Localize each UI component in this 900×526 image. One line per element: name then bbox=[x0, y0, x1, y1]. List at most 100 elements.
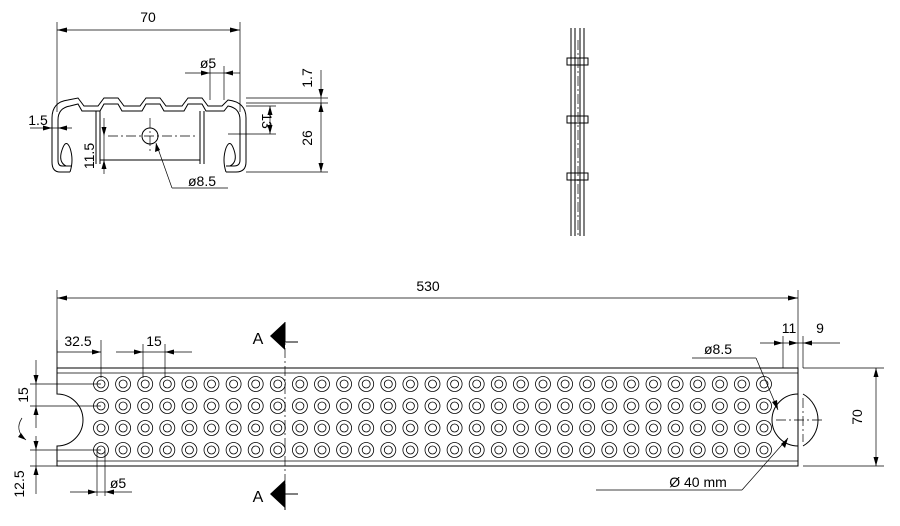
perforation-hole-outer bbox=[402, 442, 419, 458]
perforation-hole-outer bbox=[402, 376, 419, 392]
section-view: 70 ø5 1.7 bbox=[28, 9, 328, 189]
perforation-hole-outer bbox=[557, 420, 573, 436]
perforation-hole-outer bbox=[513, 398, 529, 414]
perforation-hole-outer bbox=[645, 376, 662, 392]
perforation-hole-inner bbox=[516, 379, 526, 389]
perforation-hole-outer bbox=[291, 442, 308, 458]
perforation-hole-inner bbox=[450, 423, 460, 433]
perforation-hole-outer bbox=[380, 398, 397, 414]
perforation-hole-inner bbox=[207, 423, 216, 433]
perforation-hole-outer bbox=[336, 442, 353, 458]
perforation-hole-outer bbox=[734, 376, 750, 392]
perforation-hole-outer bbox=[468, 442, 485, 458]
section-wall-label: 1.5 bbox=[28, 112, 48, 128]
perforation-hole-inner bbox=[693, 401, 703, 411]
perforation-hole-inner bbox=[251, 379, 261, 389]
perforation-hole-inner bbox=[693, 445, 703, 455]
perforation-hole-outer bbox=[645, 420, 662, 436]
perforation-hole-outer bbox=[225, 442, 242, 458]
perforation-hole-inner bbox=[383, 423, 393, 433]
perforation-hole-inner bbox=[207, 401, 216, 411]
perforation-hole-outer bbox=[601, 442, 618, 458]
perforation-grid bbox=[93, 376, 772, 458]
perforation-hole-outer bbox=[203, 442, 220, 458]
perforation-hole-outer bbox=[358, 420, 375, 436]
perforation-hole-inner bbox=[405, 423, 415, 433]
perforation-hole-inner bbox=[494, 401, 504, 411]
perforation-hole-outer bbox=[601, 420, 618, 436]
perforation-hole-outer bbox=[446, 420, 463, 436]
perforation-hole-inner bbox=[273, 401, 283, 411]
perforation-hole-outer bbox=[711, 398, 728, 414]
perforation-hole-inner bbox=[560, 401, 570, 411]
perforation-hole-inner bbox=[162, 379, 172, 389]
perforation-hole-outer bbox=[579, 442, 596, 458]
perforation-hole-inner bbox=[118, 445, 128, 455]
perforation-hole-outer bbox=[137, 442, 154, 458]
perforation-hole-outer bbox=[269, 398, 286, 414]
perforation-hole-outer bbox=[424, 398, 441, 414]
perforation-hole-outer bbox=[380, 376, 397, 392]
section-hole-large-label: ø8.5 bbox=[188, 173, 216, 189]
perforation-hole-inner bbox=[604, 379, 614, 389]
perforation-hole-inner bbox=[273, 445, 283, 455]
perforation-hole-outer bbox=[247, 420, 264, 436]
plan-hole-label: ø5 bbox=[110, 475, 127, 491]
perforation-hole-inner bbox=[162, 445, 172, 455]
perforation-hole-inner bbox=[317, 423, 327, 433]
perforation-hole-outer bbox=[734, 420, 750, 436]
perforation-hole-inner bbox=[383, 401, 393, 411]
perforation-hole-inner bbox=[405, 379, 415, 389]
perforation-hole-outer bbox=[181, 420, 198, 436]
perforation-hole-inner bbox=[627, 423, 636, 433]
perforation-hole-outer bbox=[424, 376, 441, 392]
perforation-hole-inner bbox=[538, 445, 548, 455]
perforation-hole-inner bbox=[229, 379, 239, 389]
perforation-hole-inner bbox=[450, 401, 460, 411]
perforation-hole-inner bbox=[295, 445, 305, 455]
perforation-hole-inner bbox=[494, 445, 504, 455]
perforation-hole-outer bbox=[490, 376, 507, 392]
perforation-hole-outer bbox=[336, 376, 353, 392]
perforation-hole-outer bbox=[468, 420, 485, 436]
perforation-hole-outer bbox=[513, 420, 529, 436]
perforation-hole-inner bbox=[604, 423, 614, 433]
perforation-hole-inner bbox=[96, 423, 106, 433]
perforation-hole-inner bbox=[361, 423, 371, 433]
perforation-hole-inner bbox=[229, 445, 239, 455]
perforation-hole-outer bbox=[291, 376, 308, 392]
perforation-hole-outer bbox=[247, 442, 264, 458]
plan-end-offset-label: 11 bbox=[782, 320, 797, 336]
perforation-hole-outer bbox=[225, 420, 242, 436]
section-height-inner-label: 13 bbox=[259, 113, 275, 129]
perforation-hole-inner bbox=[317, 379, 327, 389]
perforation-hole-inner bbox=[184, 423, 194, 433]
perforation-hole-inner bbox=[450, 445, 460, 455]
perforation-hole-outer bbox=[402, 420, 419, 436]
perforation-hole-outer bbox=[269, 376, 286, 392]
perforation-hole-inner bbox=[140, 423, 150, 433]
perforation-hole-inner bbox=[649, 445, 658, 455]
perforation-hole-inner bbox=[450, 379, 460, 389]
perforation-hole-outer bbox=[667, 420, 684, 436]
perforation-hole-outer bbox=[159, 398, 176, 414]
perforation-hole-inner bbox=[671, 401, 680, 411]
perforation-hole-inner bbox=[162, 423, 172, 433]
perforation-hole-inner bbox=[207, 379, 216, 389]
perforation-hole-outer bbox=[93, 420, 109, 436]
perforation-hole-inner bbox=[759, 401, 769, 411]
perforation-hole-inner bbox=[560, 423, 570, 433]
perforation-hole-inner bbox=[184, 445, 194, 455]
perforation-hole-outer bbox=[336, 398, 353, 414]
perforation-hole-outer bbox=[756, 398, 772, 414]
perforation-hole-outer bbox=[689, 376, 706, 392]
perforation-hole-inner bbox=[560, 379, 570, 389]
perforation-hole-inner bbox=[494, 379, 504, 389]
section-mark-bottom: A bbox=[253, 489, 264, 506]
perforation-hole-inner bbox=[671, 379, 680, 389]
perforation-hole-inner bbox=[428, 445, 437, 455]
perforation-hole-outer bbox=[535, 376, 551, 392]
section-width-label: 70 bbox=[140, 9, 156, 25]
perforation-hole-inner bbox=[582, 445, 592, 455]
perforation-hole-inner bbox=[538, 379, 548, 389]
